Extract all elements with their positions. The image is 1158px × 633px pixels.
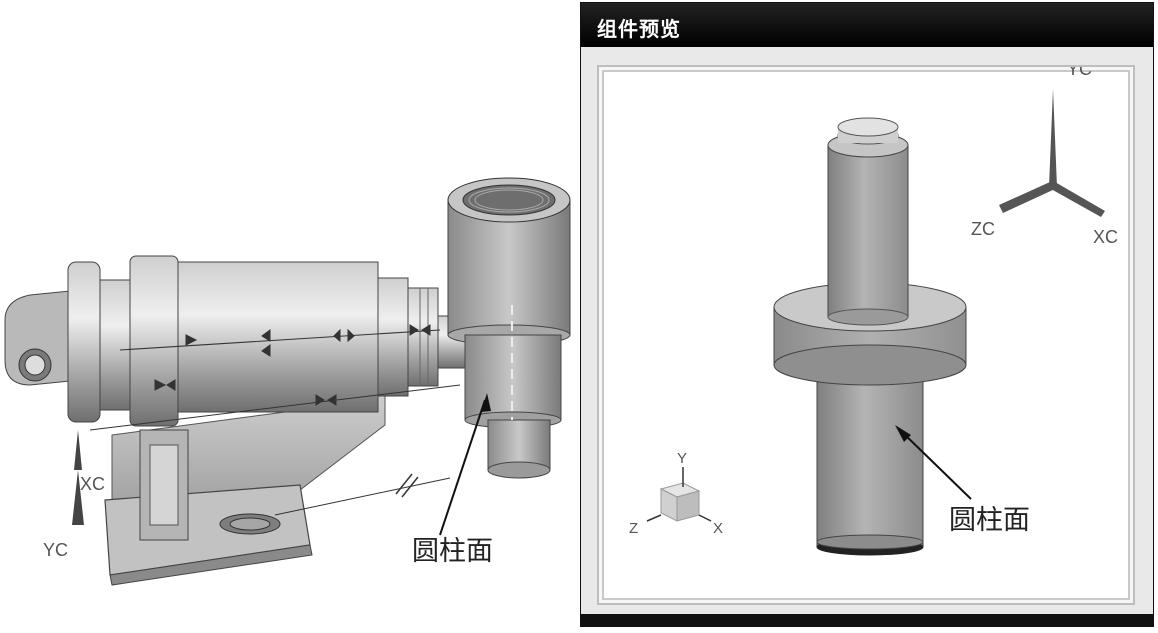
triad-label-zc: ZC (971, 219, 995, 239)
component-preview-window: 组件预览 (580, 2, 1154, 627)
preview-callout: 圆柱面 (895, 425, 1030, 536)
mini-axis-label-z: Z (629, 520, 638, 537)
view-triad: YC ZC XC (971, 67, 1118, 247)
callout-label: 圆柱面 (412, 536, 493, 567)
triad-label-yc: YC (1067, 67, 1092, 79)
axis-label-xc: XC (80, 474, 105, 494)
triad-label-xc: XC (1093, 227, 1118, 247)
constraint-symbols (89, 324, 461, 516)
preview-model: YC ZC XC Y Z X 圆柱面 (629, 67, 1118, 556)
mini-axis-cube: Y Z X (629, 450, 723, 537)
vertical-fitting (447, 177, 571, 479)
mini-axis-label-y: Y (677, 450, 687, 467)
wcs-axes: XC YC (43, 430, 105, 560)
mini-axis-label-x: X (713, 520, 723, 537)
preview-callout-label: 圆柱面 (949, 505, 1030, 536)
window-bottom-bar (581, 614, 1153, 626)
cylinder-face-callout: 圆柱面 (412, 393, 493, 567)
title-bar[interactable]: 组件预览 (581, 3, 1153, 47)
axis-label-yc: YC (43, 540, 68, 560)
window-title: 组件预览 (597, 17, 681, 41)
main-cylinder (4, 255, 484, 427)
preview-pin-part (773, 117, 967, 556)
preview-viewport[interactable]: YC ZC XC Y Z X 圆柱面 (597, 65, 1135, 605)
assembly-viewport[interactable]: XC YC 圆柱面 (0, 0, 578, 633)
assembly-model: XC YC 圆柱面 (4, 177, 571, 586)
